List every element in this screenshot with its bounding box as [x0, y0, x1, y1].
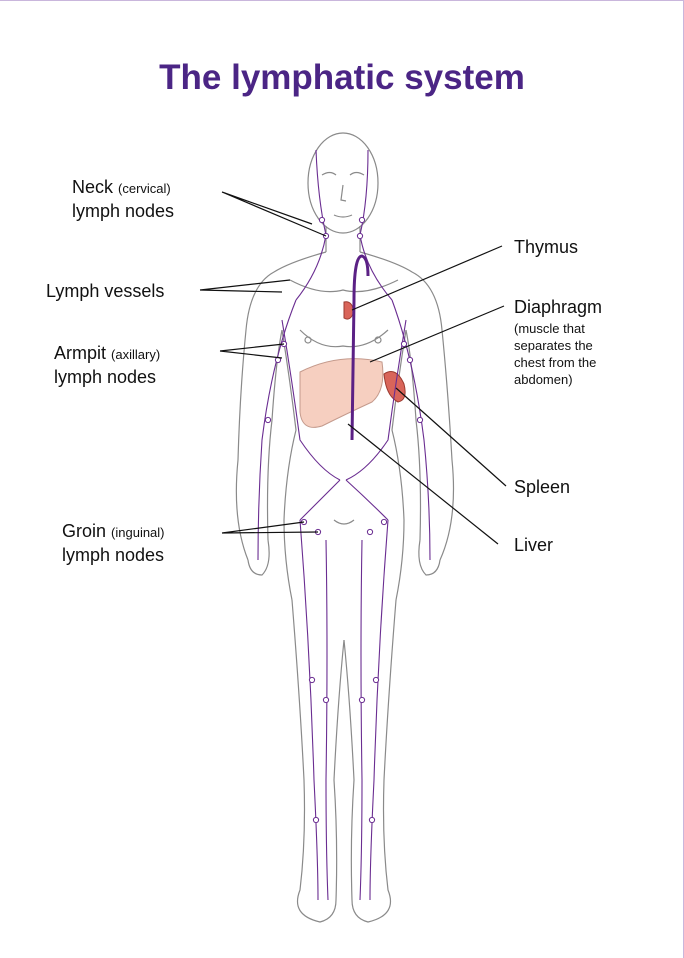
diaphragm-note-line: (muscle that [514, 321, 585, 336]
armpit-label-main: Armpit [54, 343, 106, 363]
thymus-label-main: Thymus [514, 237, 578, 257]
neck-label-line2: lymph nodes [72, 201, 174, 221]
thoracic-duct [352, 256, 368, 440]
lymph-vessels-label: Lymph vessels [46, 280, 164, 303]
groin-label-line2: lymph nodes [62, 545, 164, 565]
spleen-label: Spleen [514, 476, 570, 499]
liver-label-main: Liver [514, 535, 553, 555]
groin-label-qualifier: (inguinal) [111, 525, 164, 540]
neck-label-qualifier: (cervical) [118, 181, 171, 196]
diaphragm-label: Diaphragm [514, 296, 602, 319]
groin-label-main: Groin [62, 521, 106, 541]
liver-label: Liver [514, 534, 553, 557]
diaphragm-note-line: chest from the [514, 355, 596, 370]
diaphragm-label-main: Diaphragm [514, 297, 602, 317]
body-outline [236, 133, 453, 922]
armpit-label: Armpit (axillary) lymph nodes [54, 342, 160, 389]
neck-label: Neck (cervical) lymph nodes [72, 176, 174, 223]
armpit-label-qualifier: (axillary) [111, 347, 160, 362]
spleen-label-main: Spleen [514, 477, 570, 497]
groin-label: Groin (inguinal) lymph nodes [62, 520, 165, 567]
liver-shape [300, 359, 383, 428]
diaphragm-note-line: separates the [514, 338, 593, 353]
thymus-label: Thymus [514, 236, 578, 259]
armpit-label-line2: lymph nodes [54, 367, 156, 387]
diaphragm-note-line: abdomen) [514, 372, 573, 387]
neck-label-main: Neck [72, 177, 113, 197]
spleen-shape [384, 372, 405, 402]
diaphragm-note: (muscle that separates the chest from th… [514, 320, 596, 388]
lymph-vessels-label-main: Lymph vessels [46, 281, 164, 301]
